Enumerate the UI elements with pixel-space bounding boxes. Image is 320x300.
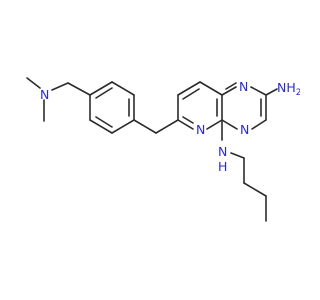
bond-butyl-2: [243, 182, 267, 197]
bond-benzene-double-1: [95, 87, 113, 99]
atom-nh2: NH2: [277, 80, 300, 98]
bond-benzene-1: [89, 81, 113, 96]
bond-pyridine-double-1: [182, 88, 200, 100]
bond-benzene-2: [111, 81, 135, 96]
bond-pyridine-double-2: [182, 116, 194, 124]
bond-pyrimidine-double-2: [225, 82, 237, 90]
atom-nh: N: [218, 144, 227, 159]
atom-n-pyridine: N: [196, 122, 205, 137]
bond-nh-ch2: [230, 152, 245, 159]
bond-methyl-1: [26, 77, 41, 89]
bond-ring-ch2: [133, 119, 157, 134]
bond-pyridine-4: [206, 119, 223, 130]
atom-label-layer: N N N N NH2 N H: [40, 79, 300, 174]
bond-ch2-pyridine: [155, 119, 179, 134]
atom-n-pyrimidine-bottom: N: [240, 122, 249, 137]
bond-nh2: [265, 88, 278, 96]
bond-pyrimidine-1: [221, 86, 237, 96]
atom-nh-h: H: [218, 159, 227, 174]
bond-ch2-ring: [67, 82, 91, 96]
atom-n-dimethyl: N: [40, 87, 49, 102]
bond-pyrimidine-4: [251, 119, 267, 130]
bond-pyridine-3: [199, 81, 223, 96]
bond-n-ch2: [51, 82, 69, 91]
atom-nh2-subscript: 2: [296, 88, 300, 98]
atom-nh2-main: NH: [277, 80, 296, 95]
bond-pyrimidine-5: [221, 119, 238, 130]
bond-benzene-5: [89, 119, 113, 134]
structure-canvas: N N N N NH2 N H: [26, 77, 300, 222]
bond-pyridine-5: [177, 119, 194, 130]
bond-benzene-4: [111, 119, 135, 134]
bond-layer: [26, 77, 278, 222]
bond-pyridine-2: [177, 81, 201, 96]
bond-benzene-double-3: [95, 116, 113, 128]
bond-pyrimidine-2: [250, 86, 267, 96]
atom-n-pyrimidine-top: N: [239, 79, 248, 94]
molecule-diagram: N N N N NH2 N H: [26, 77, 300, 222]
